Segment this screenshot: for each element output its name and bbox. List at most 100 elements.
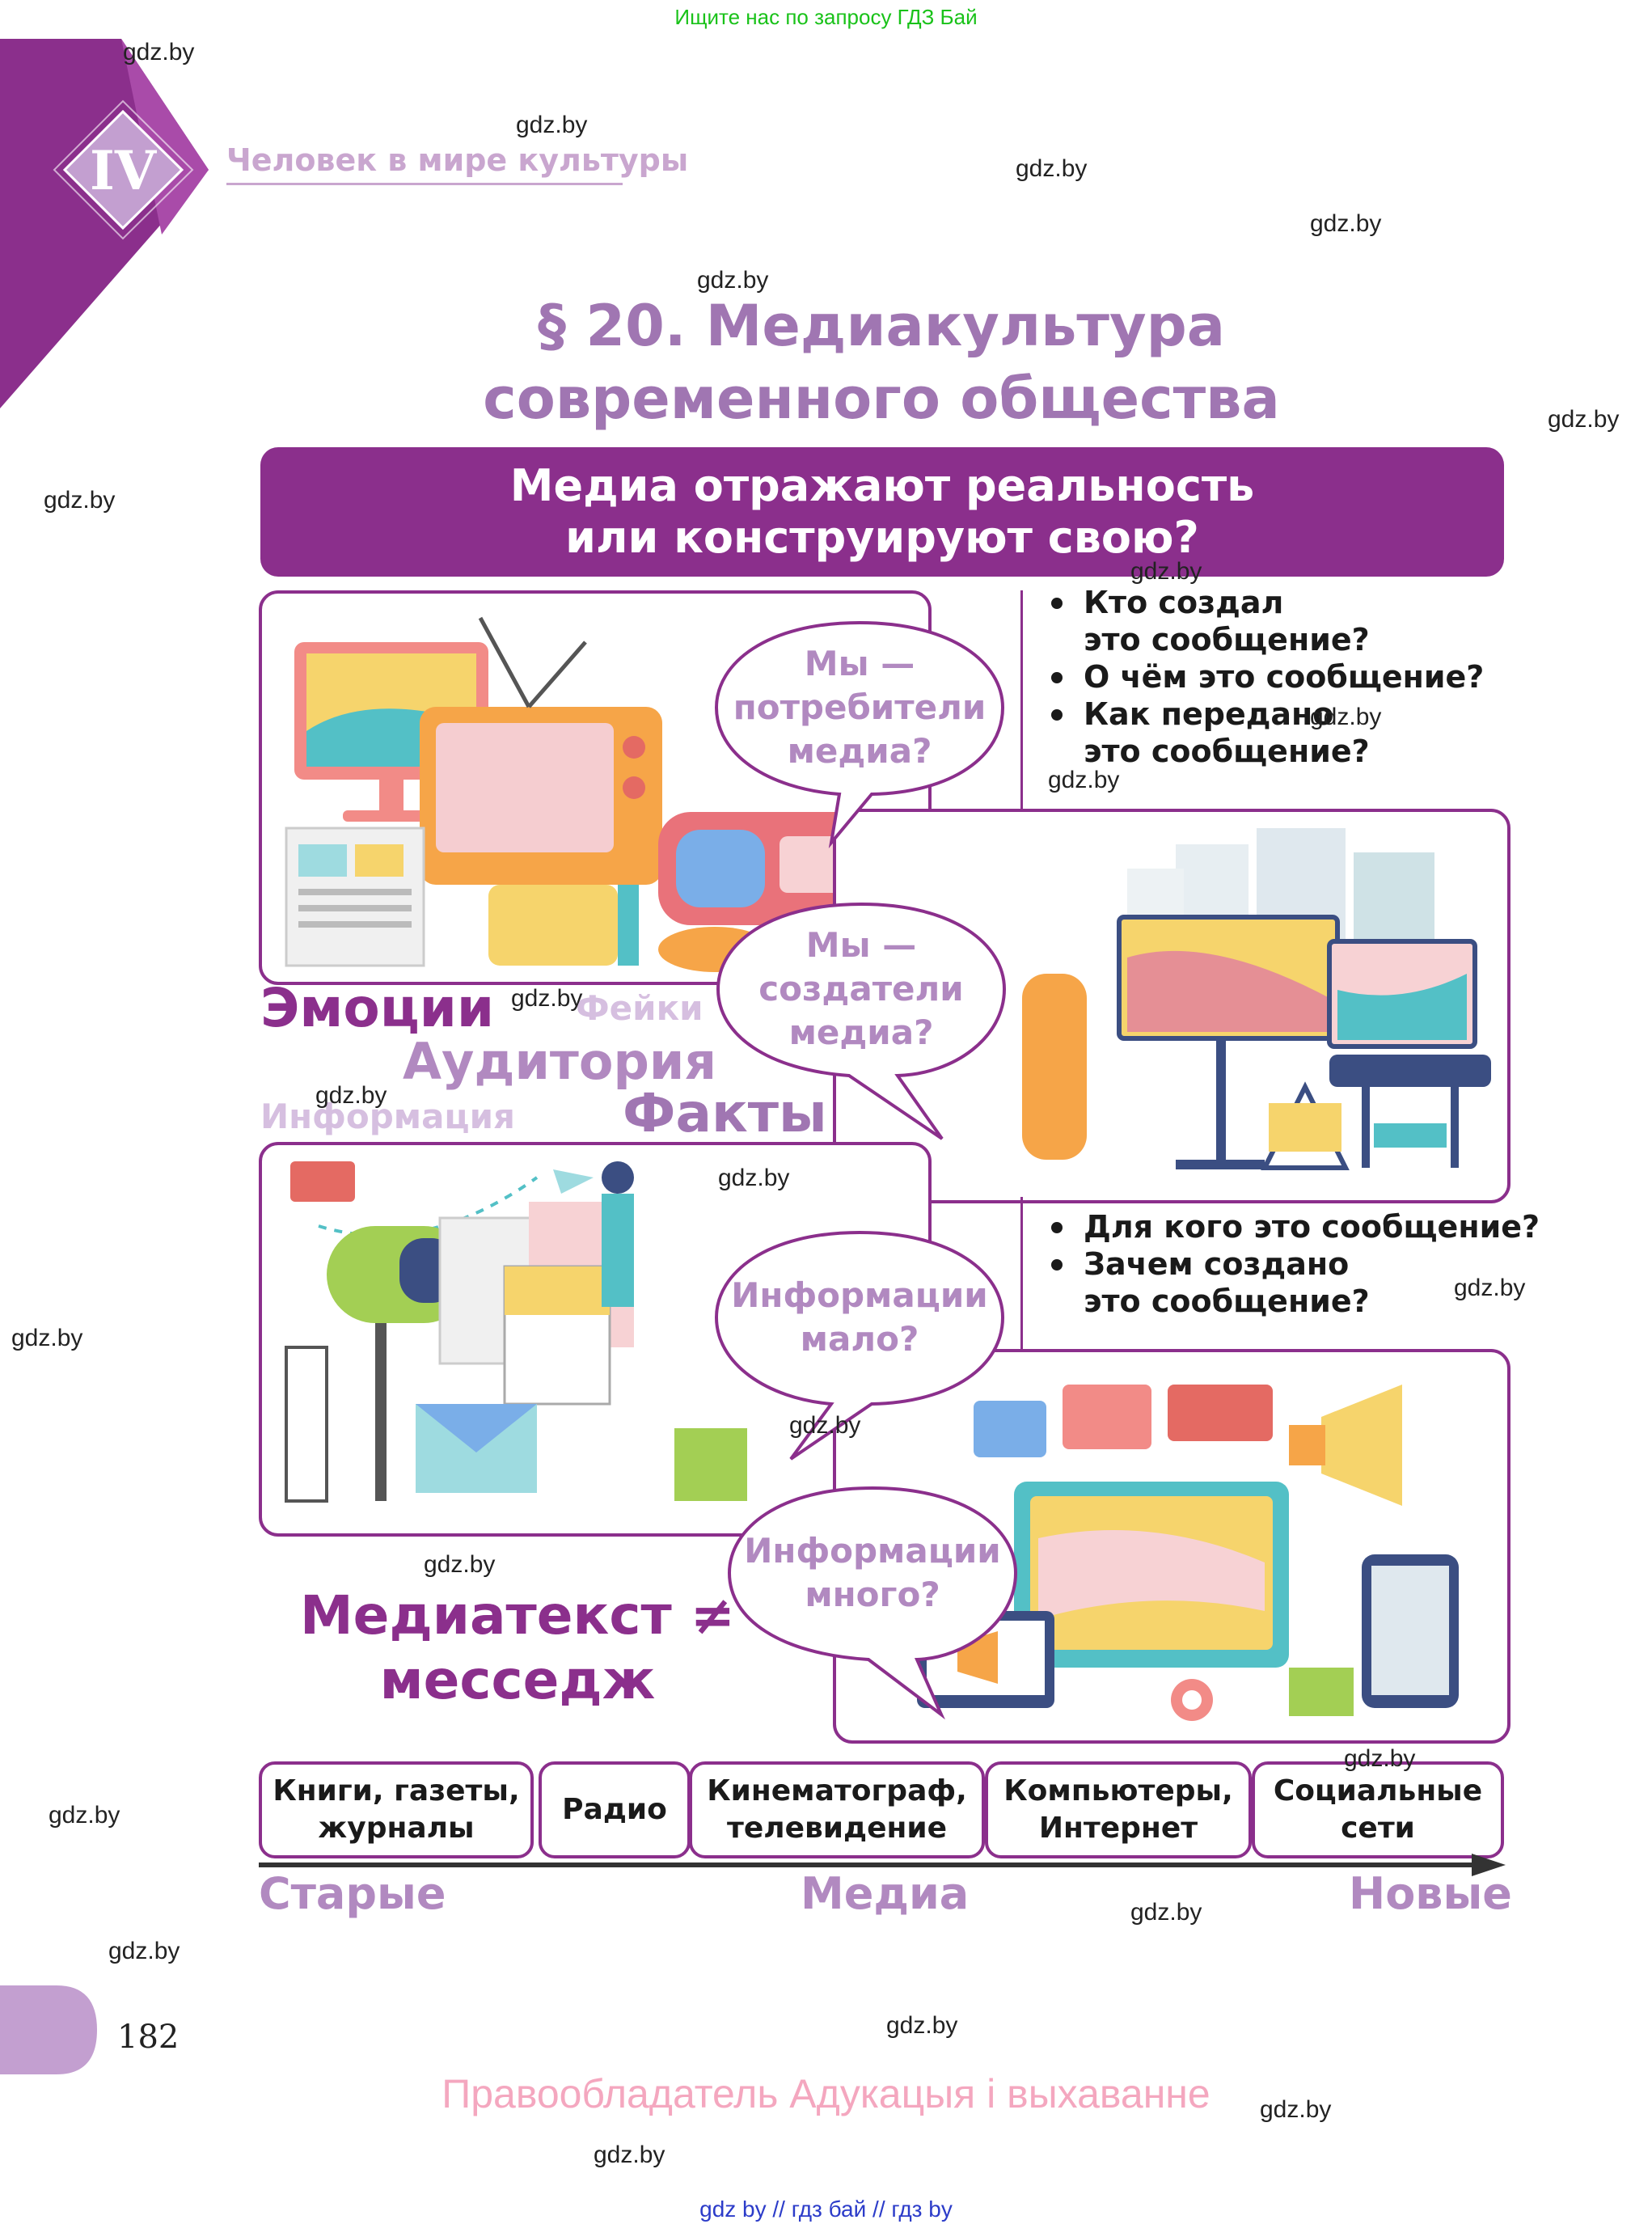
panel-consumers <box>259 590 932 985</box>
speech-bubble-shape <box>714 1230 1005 1461</box>
bubble-line: Мы — <box>805 925 917 965</box>
speech-bubble-shape <box>727 1486 1018 1720</box>
bubble-line: Мы — <box>804 644 915 683</box>
watermark: gdz.by <box>44 487 116 514</box>
watermark: gdz.by <box>1310 704 1382 730</box>
bubble-line: медиа? <box>788 1013 934 1052</box>
mediatext-line2: месседж <box>379 1649 656 1711</box>
bubble-line: создатели <box>758 969 964 1008</box>
chapter-corner-decoration <box>0 39 209 408</box>
chapter-roman-numeral: IV <box>89 139 157 202</box>
questions-top-list: Кто создал это сообщение? О чём это сооб… <box>1043 584 1484 770</box>
panel-much-info <box>833 1349 1510 1744</box>
timeline-item-computers: Компьютеры, Интернет <box>985 1761 1252 1858</box>
timeline-label: Социальные <box>1273 1774 1483 1808</box>
question-item: это сообщение? <box>1084 622 1370 657</box>
word-information: Информация <box>260 1097 515 1136</box>
watermark: gdz.by <box>1344 1745 1416 1772</box>
watermark: gdz.by <box>1310 210 1382 237</box>
watermark: gdz.by <box>1548 406 1620 433</box>
bubble-line: много? <box>805 1575 940 1614</box>
banner-line1: Медиа отражают реальность <box>509 460 1255 511</box>
bubble-line: потребители <box>733 687 987 727</box>
page-tab <box>0 1985 97 2074</box>
bubble-line: медиа? <box>787 731 932 771</box>
mediatext-statement: Медиатекст ≠ месседж <box>259 1583 776 1713</box>
watermark: gdz.by <box>315 1082 387 1109</box>
word-audience: Аудитория <box>403 1032 717 1091</box>
timeline-item-radio: Радио <box>539 1761 691 1858</box>
question-item: Для кого это сообщение? <box>1043 1208 1540 1245</box>
bubble-line: мало? <box>800 1319 919 1359</box>
timeline-old-label: Старые <box>259 1868 446 1919</box>
timeline-label: телевидение <box>726 1812 948 1845</box>
watermark: gdz.by <box>886 2012 958 2039</box>
watermark: gdz.by <box>11 1325 83 1351</box>
speech-bubble-much-info: Информации много? <box>723 1480 1022 1720</box>
watermark: gdz.by <box>1130 558 1202 585</box>
timeline-label: Кинематограф, <box>707 1774 967 1808</box>
watermark: gdz.by <box>1130 1899 1202 1926</box>
chapter-underline <box>226 183 623 185</box>
timeline-label: Книги, газеты, <box>273 1774 520 1808</box>
watermark: gdz.by <box>424 1551 496 1578</box>
question-item: О чём это сообщение? <box>1043 658 1484 696</box>
watermark: gdz.by <box>697 267 769 294</box>
question-item: это сообщение? <box>1084 734 1370 769</box>
timeline-item-books: Книги, газеты, журналы <box>259 1761 534 1858</box>
section-title-line2: современного общества <box>483 366 1280 432</box>
timeline-label: Интернет <box>1038 1812 1198 1845</box>
watermark: gdz.by <box>1260 2096 1332 2123</box>
speech-bubble-shape <box>716 902 1007 1140</box>
speech-bubble-shape <box>714 620 1005 848</box>
watermark: gdz.by <box>511 985 583 1012</box>
divider-line-top <box>1020 590 1023 809</box>
watermark: gdz.by <box>1454 1275 1526 1301</box>
timeline-media-label: Медиа <box>801 1868 970 1919</box>
word-emotions: Эмоции <box>260 977 495 1039</box>
word-fakes: Фейки <box>576 988 703 1028</box>
timeline-label: сети <box>1341 1812 1415 1845</box>
bubble-line: Информации <box>731 1275 988 1315</box>
watermark: gdz.by <box>594 2142 665 2168</box>
media-devices-illustration <box>285 616 868 972</box>
question-banner: Медиа отражают реальность или конструиру… <box>260 447 1504 577</box>
mail-information-illustration <box>285 1161 747 1503</box>
section-title-line1: § 20. Медиакультура <box>538 293 1225 359</box>
copyright-holder: Правообладатель Адукацыя і выхаванне <box>442 2071 1210 2116</box>
watermark: gdz.by <box>789 1412 861 1439</box>
watermark: gdz.by <box>1048 767 1120 793</box>
billboard-illustration <box>1022 828 1491 1170</box>
word-facts: Факты <box>623 1082 827 1144</box>
watermark: gdz.by <box>1016 155 1088 182</box>
watermark: gdz.by <box>123 39 195 66</box>
question-item: Как передано <box>1043 696 1484 733</box>
timeline-label: журналы <box>318 1812 475 1845</box>
divider-line-bottom <box>1020 1197 1023 1349</box>
mediatext-line1: Медиатекст ≠ <box>300 1584 735 1647</box>
top-search-hint: Ищите нас по запросу ГДЗ Бай <box>674 5 978 29</box>
watermark: gdz.by <box>108 1938 180 1964</box>
timeline-label: Компьютеры, <box>1003 1774 1233 1808</box>
watermark: gdz.by <box>516 112 588 138</box>
speech-bubble-little-info: Информации мало? <box>710 1224 1009 1461</box>
question-item: это сообщение? <box>1084 1283 1370 1319</box>
timeline-item-cinema-tv: Кинематограф, телевидение <box>689 1761 985 1858</box>
footer-links[interactable]: gdz by // гдз бай // гдз by <box>699 2197 953 2222</box>
panel-creators <box>833 809 1510 1203</box>
watermark: gdz.by <box>718 1165 790 1191</box>
speech-bubble-consumers: Мы — потребители медиа? <box>710 615 1009 848</box>
timeline-item-social: Социальные сети <box>1252 1761 1504 1858</box>
digital-media-illustration <box>917 1385 1459 1721</box>
timeline-arrow <box>259 1854 1506 1876</box>
chapter-label: Человек в мире культуры <box>226 142 689 178</box>
question-item: Кто создал <box>1043 584 1484 621</box>
questions-bottom-list: Для кого это сообщение? Зачем создано эт… <box>1043 1208 1540 1320</box>
timeline-new-label: Новые <box>1349 1868 1512 1919</box>
banner-line2: или конструируют свою? <box>565 512 1199 563</box>
watermark: gdz.by <box>49 1802 120 1829</box>
question-item: Зачем создано <box>1043 1245 1540 1283</box>
page-number: 182 <box>117 2019 180 2056</box>
timeline-label: Радио <box>562 1793 667 1826</box>
bubble-line: Информации <box>744 1531 1001 1571</box>
